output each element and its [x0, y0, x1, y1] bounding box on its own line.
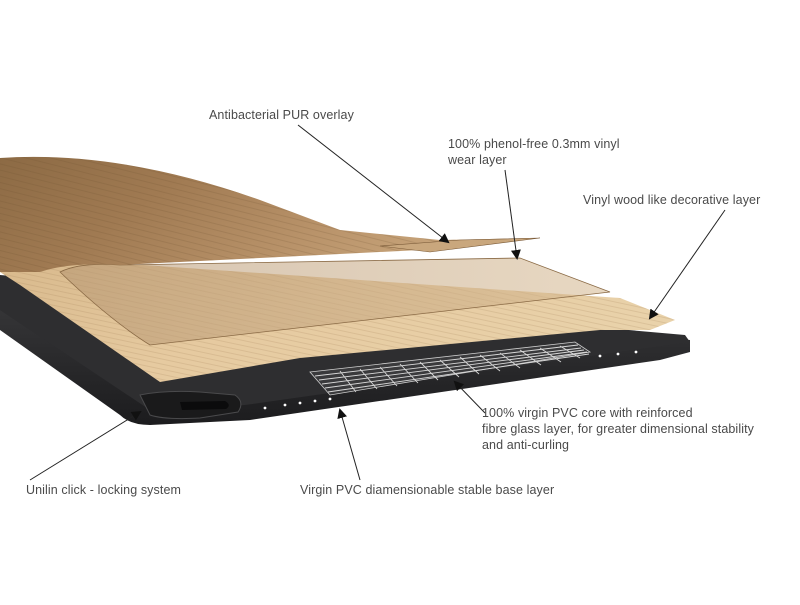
label-pur-overlay: Antibacterial PUR overlay — [209, 107, 354, 123]
leader-base — [340, 410, 360, 480]
label-base-layer: Virgin PVC diamensionable stable base la… — [300, 482, 554, 498]
leader-decorative — [650, 210, 725, 318]
label-pvc-core: 100% virgin PVC core with reinforced fib… — [482, 405, 754, 453]
label-decorative-layer: Vinyl wood like decorative layer — [583, 192, 760, 208]
label-click-lock: Unilin click - locking system — [26, 482, 181, 498]
leader-wear — [505, 170, 517, 258]
leader-click — [30, 412, 140, 480]
label-wear-layer: 100% phenol-free 0.3mm vinyl wear layer — [448, 136, 620, 168]
